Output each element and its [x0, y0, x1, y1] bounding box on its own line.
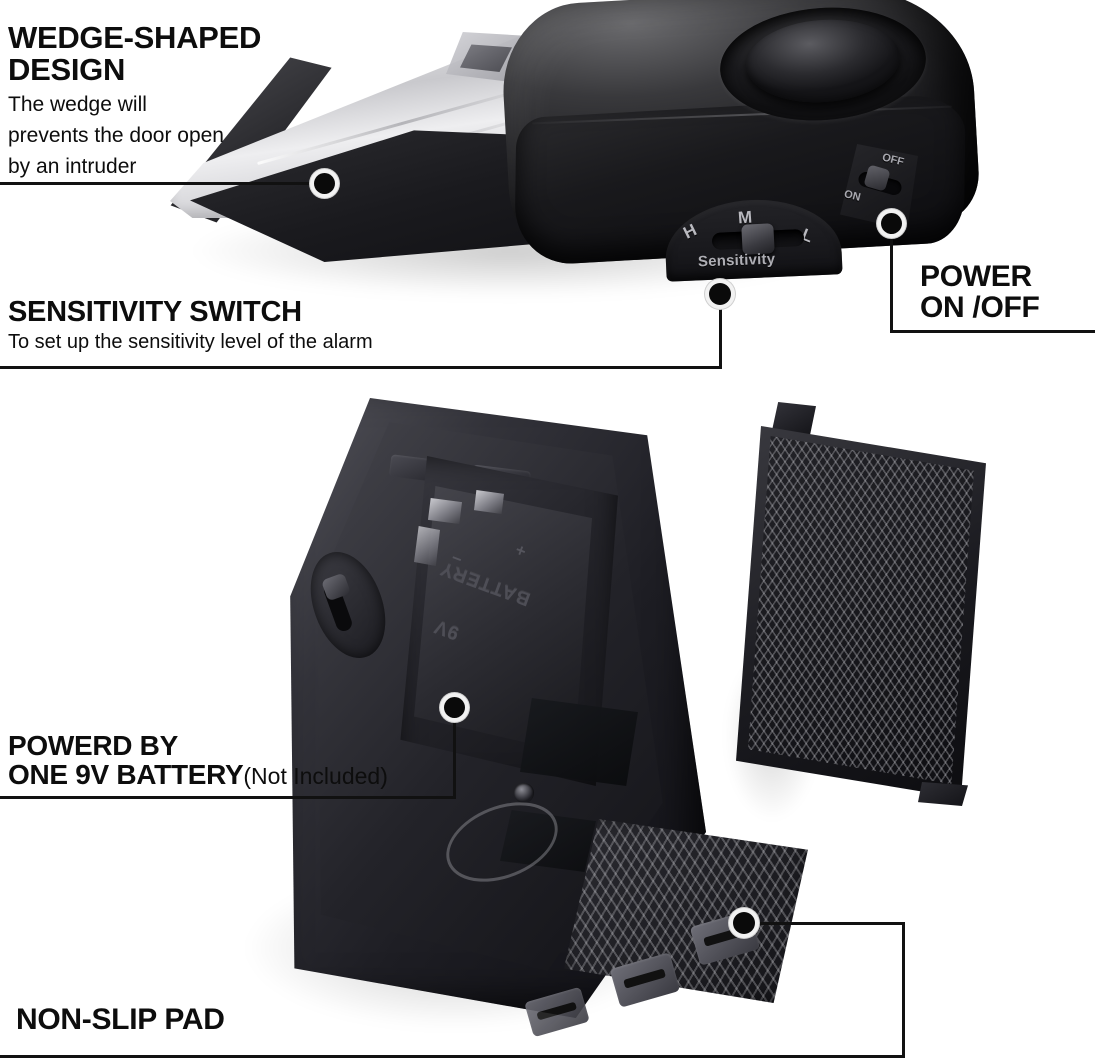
callout-line-nonslip-bottom: [0, 1055, 905, 1058]
callout-title-line2: ONE 9V BATTERY(Not Included): [8, 760, 478, 789]
sensitivity-switch-label: Sensitivity: [697, 250, 776, 271]
callout-dot-wedge: [314, 173, 335, 194]
callout-riser-nonslip: [902, 923, 905, 1058]
callout-line-power: [890, 330, 1095, 333]
callout-non-slip-pad: NON-SLIP PAD: [16, 1004, 416, 1035]
callout-line-wedge: [0, 182, 322, 185]
callout-riser-battery: [453, 712, 456, 799]
bay-dark-panel: [520, 698, 638, 786]
callout-dot-sensitivity: [709, 283, 731, 305]
callout-power-on-off: POWER ON /OFF: [920, 260, 1090, 325]
callout-powered-by-battery: POWERD BY ONE 9V BATTERY(Not Included): [8, 731, 478, 789]
callout-riser-sensitivity: [719, 298, 722, 368]
callout-title-line1: POWER: [920, 260, 1032, 293]
callout-desc-line1: The wedge will: [8, 93, 147, 117]
battery-terminal: [428, 498, 462, 524]
battery-terminal-strip: [414, 526, 440, 566]
callout-dot-nonslip: [733, 912, 755, 934]
battery-cover-photo: [722, 400, 1032, 820]
callout-desc-line3: by an intruder: [8, 154, 137, 178]
callout-desc: To set up the sensitivity level of the a…: [8, 331, 373, 354]
battery-cover-latch: [918, 782, 968, 806]
callout-title-line1: WEDGE-SHAPED: [8, 20, 262, 55]
callout-title: NON-SLIP PAD: [16, 1003, 225, 1036]
callout-line-sensitivity: [0, 366, 722, 369]
callout-line-battery: [0, 796, 456, 799]
chassis-screw: [514, 783, 534, 803]
callout-title-line2-text: ONE 9V BATTERY: [8, 759, 244, 791]
bay-dark-panel: [500, 810, 596, 872]
alarm-open-battery-bay-photo: BATTERY 9V + −: [246, 398, 756, 1038]
callout-dot-battery: [444, 697, 465, 718]
callout-riser-power: [890, 228, 893, 332]
callout-note: (Not Included): [243, 763, 388, 790]
callout-title: SENSITIVITY SWITCH: [8, 296, 302, 328]
callout-line-nonslip-top: [740, 922, 905, 925]
callout-dot-power: [881, 213, 902, 234]
battery-cover-texture: [748, 436, 974, 784]
wedge-alarm-product-photo: H M L Sensitivity ON OFF: [160, 0, 982, 319]
callout-wedge-shaped-design: WEDGE-SHAPED DESIGN The wedge will preve…: [8, 20, 308, 178]
callout-title-line1: POWERD BY: [8, 730, 178, 761]
callout-title-line2: DESIGN: [8, 52, 126, 88]
battery-terminal: [474, 490, 504, 514]
callout-title-line2: ON /OFF: [920, 291, 1040, 325]
callout-sensitivity-switch: SENSITIVITY SWITCH To set up the sensiti…: [8, 297, 508, 354]
callout-desc-line2: prevents the door open: [8, 123, 224, 147]
